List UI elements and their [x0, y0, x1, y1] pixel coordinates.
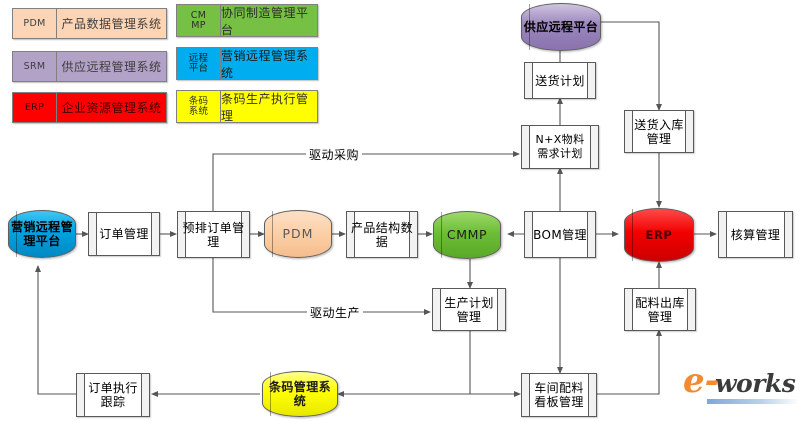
node-label: 生产计划管理: [444, 295, 494, 324]
legend-row-srm: SRM 供应远程管理系统: [12, 51, 167, 82]
cylinder-body: [624, 208, 694, 262]
process-inner-bars: [96, 213, 152, 255]
node-label: 条码管理系统: [269, 380, 332, 408]
process-inner-bars: [529, 374, 589, 416]
node-label: 营销远程管理平台: [10, 220, 73, 248]
node-product-structure[interactable]: 产品结构数据: [346, 211, 418, 258]
cylinder-body: [433, 211, 501, 259]
node-workshop-kanban[interactable]: 车间配料看板管理: [521, 373, 597, 417]
legend-desc-erp: 企业资源管理系统: [61, 101, 162, 115]
node-label: 核算管理: [730, 227, 781, 242]
node-label: N+X物料需求计划: [535, 133, 585, 160]
legend-key-pdm: PDM: [13, 9, 57, 38]
cylinder-seam: [270, 372, 271, 416]
legend-row-marketing: 远程 平台 营销远程管理系统: [176, 47, 318, 80]
node-label: CMMP: [446, 227, 488, 242]
node-pre-schedule-order[interactable]: 预排订单管理: [177, 211, 250, 258]
legend-desc-pdm: 产品数据管理系统: [61, 17, 162, 31]
node-label: 送货计划: [535, 73, 585, 88]
node-material-outbound[interactable]: 配料出库管理: [624, 288, 696, 331]
node-accounting-management[interactable]: 核算管理: [718, 211, 793, 258]
node-erp[interactable]: ERP: [624, 208, 694, 262]
watermark-prefix: e-: [683, 361, 719, 401]
cylinder-seam: [632, 209, 633, 261]
process-inner-bars: [532, 212, 588, 257]
node-barcode-system[interactable]: 条码管理系统: [262, 371, 338, 417]
node-label: 订单执行跟踪: [88, 381, 138, 409]
process-inner-bars: [632, 289, 688, 330]
node-label: 车间配料看板管理: [534, 381, 584, 409]
node-label: 订单管理: [99, 227, 149, 241]
cylinder-seam: [272, 211, 273, 257]
process-inner-bars: [529, 126, 591, 168]
legend-desc-barcode: 条码生产执行管理: [221, 91, 309, 123]
legend-row-pdm: PDM 产品数据管理系统: [12, 8, 167, 39]
node-label: ERP: [645, 228, 673, 242]
process-inner-bars: [632, 111, 686, 152]
legend-key-erp: ERP: [13, 93, 57, 122]
node-label: 预排订单管理: [182, 220, 245, 249]
legend-key-barcode: 条码 系统: [177, 91, 221, 122]
eworks-watermark-logo: e- works: [683, 364, 801, 408]
node-label: 产品结构数据: [350, 220, 413, 249]
legend-desc-srm: 供应远程管理系统: [61, 60, 162, 74]
cylinder-body: [521, 3, 601, 51]
cylinder-body: [262, 371, 338, 417]
legend-key-marketing: 远程 平台: [177, 48, 221, 79]
node-label: PDM: [282, 226, 314, 241]
node-production-plan[interactable]: 生产计划管理: [432, 288, 506, 331]
process-inner-bars: [185, 212, 242, 257]
node-label: 配料出库管理: [635, 295, 685, 324]
node-order-management[interactable]: 订单管理: [88, 212, 160, 256]
node-label: 送货入库管理: [634, 117, 684, 146]
node-pdm[interactable]: PDM: [264, 210, 332, 258]
legend-row-cmmp: CM MP 协同制造管理平台: [176, 4, 318, 37]
process-inner-bars: [726, 212, 785, 257]
cylinder-body: [8, 210, 76, 258]
node-bom-management[interactable]: BOM管理: [524, 211, 596, 258]
node-label: BOM管理: [533, 227, 587, 242]
edge-label-drive-purchase: 驱动采购: [306, 146, 363, 163]
watermark-underline: [707, 399, 799, 404]
legend-row-barcode: 条码 系统 条码生产执行管理: [176, 90, 318, 123]
cylinder-body: [264, 210, 332, 258]
node-material-demand-plan[interactable]: N+X物料需求计划: [521, 125, 599, 169]
legend-desc-marketing: 营销远程管理系统: [221, 48, 309, 80]
node-supply-platform[interactable]: 供应远程平台: [521, 3, 601, 51]
process-inner-bars: [84, 374, 142, 416]
node-cmmp[interactable]: CMMP: [433, 211, 501, 259]
watermark-suffix: works: [715, 369, 796, 398]
process-inner-bars: [440, 289, 498, 330]
process-inner-bars: [354, 212, 410, 257]
process-inner-bars: [532, 63, 588, 98]
cylinder-seam: [16, 211, 17, 257]
legend-desc-cmmp: 协同制造管理平台: [221, 5, 309, 37]
node-delivery-inbound[interactable]: 送货入库管理: [624, 110, 694, 153]
legend-row-erp: ERP 企业资源管理系统: [12, 92, 167, 123]
node-delivery-plan[interactable]: 送货计划: [524, 62, 596, 99]
legend-key-cmmp: CM MP: [177, 5, 221, 36]
cylinder-seam: [441, 212, 442, 258]
cylinder-seam: [529, 4, 530, 50]
node-label: 供应远程平台: [523, 20, 599, 34]
edge-label-drive-production: 驱动生产: [307, 304, 364, 321]
node-marketing-platform[interactable]: 营销远程管理平台: [8, 210, 76, 258]
legend-key-srm: SRM: [13, 52, 57, 81]
node-order-tracking[interactable]: 订单执行跟踪: [76, 373, 150, 417]
